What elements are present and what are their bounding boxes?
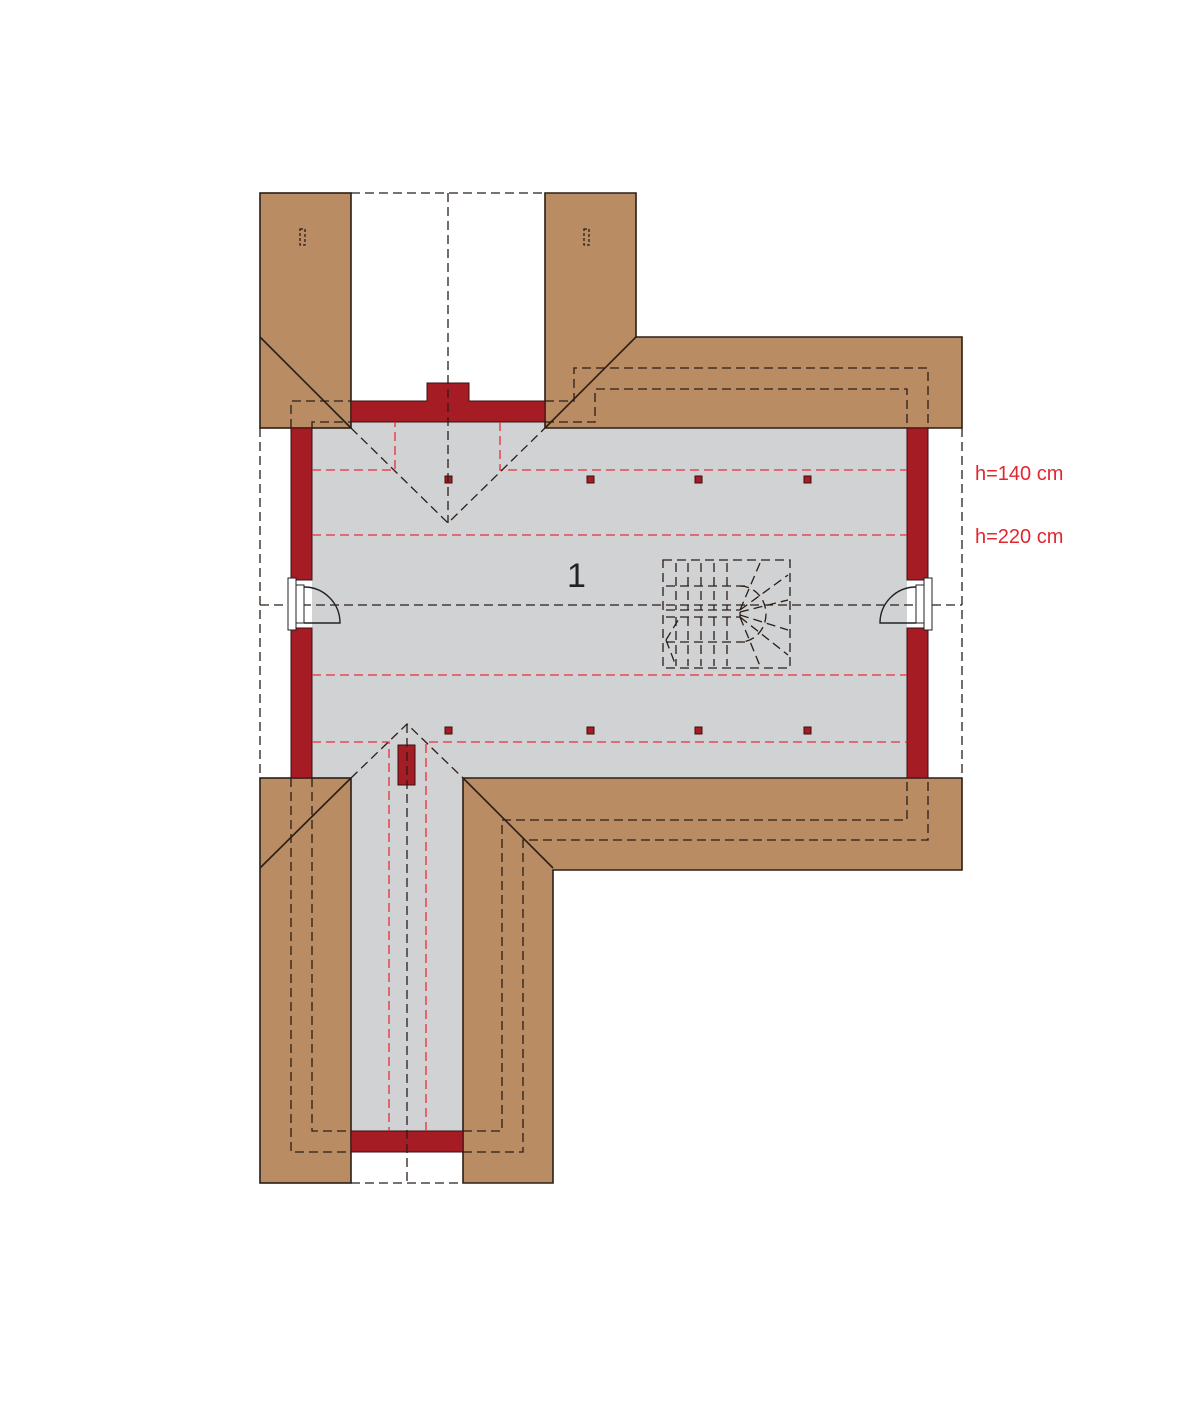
hip-line [462,777,554,869]
post [694,475,703,484]
valley-line [350,427,546,524]
wall-left [290,627,313,779]
post [586,726,595,735]
outline-line [311,778,908,1132]
roof-top-left [259,192,352,429]
wall-left [290,427,313,581]
hip-line [259,777,352,869]
roof-bottom-right [462,777,963,1184]
room-floor [312,422,907,778]
hip-line [259,336,352,429]
post [444,726,453,735]
post [803,475,812,484]
chimney [397,744,416,786]
skylight-icon [583,228,590,246]
height-label-220: h=220 cm [975,526,1063,548]
outline-line [290,778,929,1153]
wall-right [906,427,929,581]
hip-line [544,336,637,429]
post [803,726,812,735]
post [694,726,703,735]
roof-bottom-left [259,777,352,1184]
outline-line [259,428,963,778]
wall-top [350,382,546,423]
valley-line [350,723,464,779]
window-right [879,577,933,631]
skylight-icon [299,228,306,246]
staircase [662,559,791,669]
outline-line [290,367,929,428]
roof-top-right [544,192,963,429]
post [586,475,595,484]
height-line-140 [312,741,907,1131]
height-line-140 [312,422,907,471]
outline-line [311,388,908,428]
room-number: 1 [567,557,586,595]
wall-right [906,627,929,779]
height-label-140: h=140 cm [975,463,1063,485]
window-left [287,577,341,631]
